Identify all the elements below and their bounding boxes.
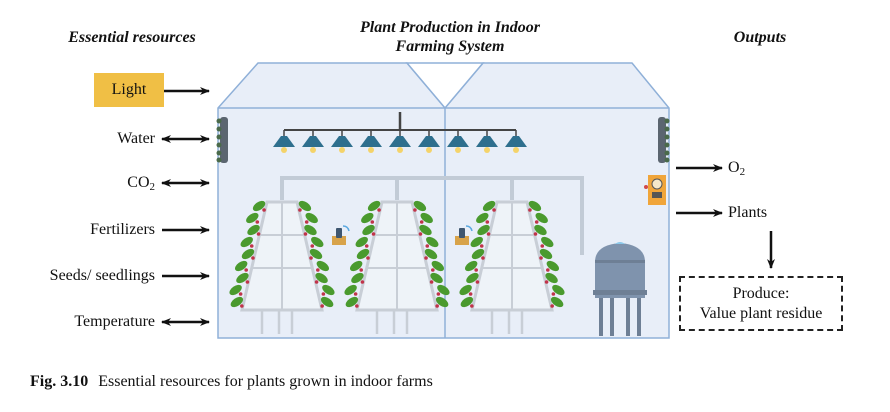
grow-lamp-icon (505, 130, 527, 153)
output-plants: Plants (728, 204, 768, 221)
left-vent-icon (216, 117, 228, 163)
input-co2: CO2 (127, 174, 156, 193)
system-heading-line2: Farming System (395, 38, 505, 55)
figure-number: Fig. 3.10 (30, 373, 89, 390)
produce-line1: Produce: (732, 284, 790, 302)
plant-tower-icon (229, 200, 335, 334)
outputs-heading: Outputs (733, 29, 787, 46)
grow-lamp-icon (302, 130, 324, 153)
output-o2: O2 (728, 159, 746, 178)
input-arrows (161, 87, 210, 326)
grow-lamp-icon (447, 130, 469, 153)
output-o2-subscript: 2 (739, 166, 746, 178)
water-pipes (280, 176, 584, 255)
grow-lamp-icon (360, 130, 382, 153)
input-light: Light (94, 73, 164, 107)
grow-lamp-icon (418, 130, 440, 153)
grow-lamp-icon (273, 130, 295, 153)
grow-lamp-icon (476, 130, 498, 153)
right-vent-icon (658, 117, 670, 163)
input-fertilizers: Fertilizers (90, 221, 155, 238)
caption-text: Essential resources for plants grown in … (98, 373, 433, 390)
input-co2-subscript: 2 (149, 181, 156, 193)
produce-line2: Value plant residue (699, 304, 823, 322)
system-heading: Plant Production in Indoor Farming Syste… (330, 18, 570, 56)
plant-tower-icon (344, 200, 450, 334)
input-co2-label: CO (127, 174, 150, 191)
inputs-heading: Essential resources (68, 29, 196, 46)
system-heading-line1: Plant Production in Indoor (359, 19, 541, 36)
plant-tower-icon (459, 200, 565, 334)
input-seeds: Seeds/ seedlings (49, 267, 155, 284)
grow-lamps (273, 130, 527, 153)
figure-caption: Fig. 3.10 Essential resources for plants … (30, 373, 433, 391)
water-tank-icon (593, 242, 647, 336)
grow-lamp-icon (331, 130, 353, 153)
grow-lamp-icon (389, 130, 411, 153)
produce-box: Produce: Value plant residue (679, 276, 843, 331)
control-panel-icon (644, 175, 666, 205)
input-water: Water (117, 130, 155, 147)
sensor-icon (332, 225, 350, 245)
output-o2-label: O (728, 159, 740, 176)
plant-towers (229, 200, 565, 334)
sensor-icon (455, 225, 473, 245)
input-temperature: Temperature (74, 313, 155, 330)
input-light-label: Light (111, 81, 147, 98)
output-arrows (676, 164, 775, 269)
